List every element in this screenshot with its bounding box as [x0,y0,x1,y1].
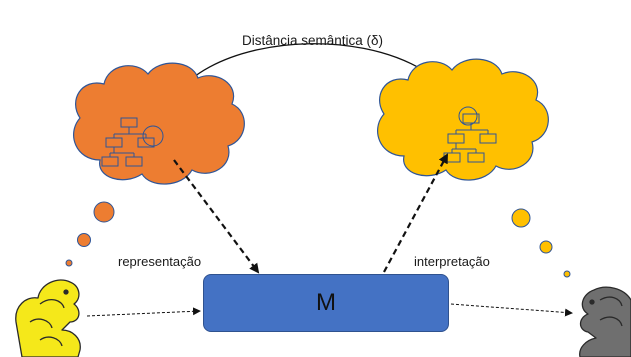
right-thought-bubbles [511,208,571,278]
hierarchy-diagram-icon [443,106,497,163]
representation-arrow [173,159,260,274]
sender-to-model-arrow [86,307,201,317]
model-box: M [203,274,449,332]
thinker-statue-icon [579,286,631,357]
interpretation-label: interpretação [414,254,490,269]
hierarchy-diagram-icon [101,117,164,167]
interpretation-arrow [383,153,448,273]
model-label: M [316,289,336,316]
thinker-statue-icon [15,279,81,357]
model-to-receiver-arrow [450,303,573,317]
left-thought-bubbles [65,201,115,267]
left-thought-cloud [73,62,245,185]
representation-label: representação [118,254,202,269]
semantic-distance-label: Distância semântica (δ) [242,33,384,48]
